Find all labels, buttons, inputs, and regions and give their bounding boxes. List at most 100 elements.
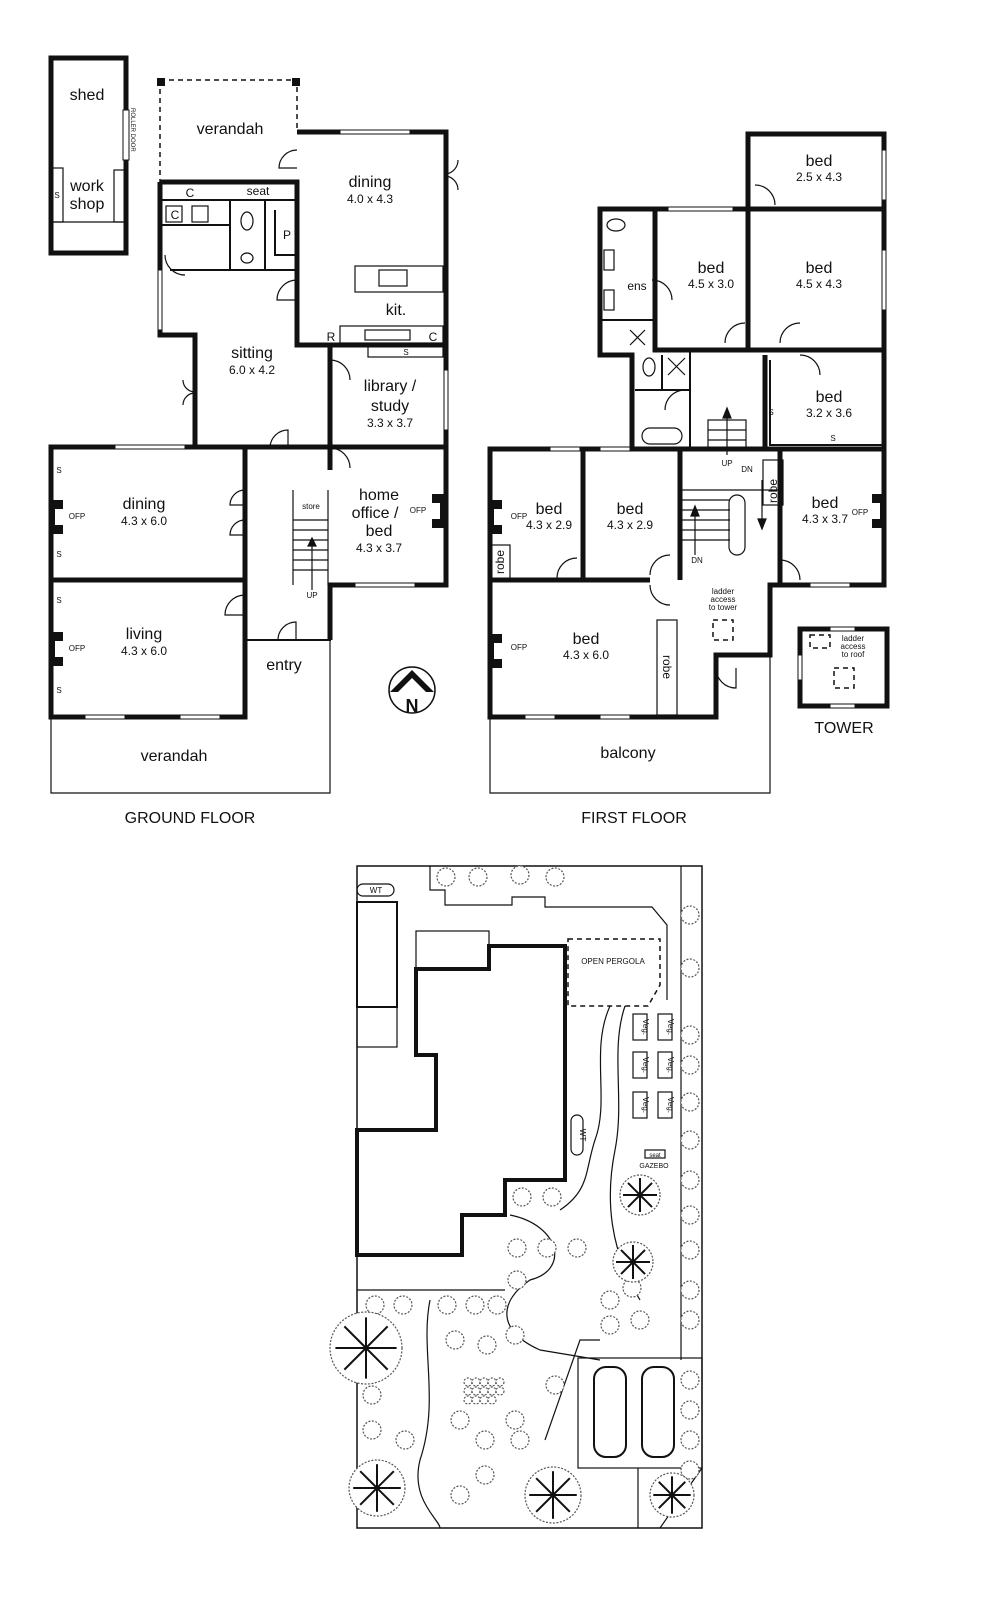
fridge-label: R — [327, 330, 336, 344]
ground-stairs — [292, 490, 329, 590]
ladder-label: access — [711, 595, 736, 604]
sitting-dim: 6.0 x 4.2 — [229, 363, 275, 377]
ofp-label: OFP — [69, 644, 85, 653]
shrub-icon — [680, 905, 700, 925]
shrub-icon — [479, 1377, 489, 1387]
ensuite-label: ens — [627, 279, 646, 293]
stairs-up-label: UP — [306, 591, 317, 600]
shrub-icon — [487, 1386, 497, 1396]
rear-verandah-label: verandah — [197, 121, 264, 138]
shrub-icon — [468, 867, 488, 887]
bed-dim: 4.3 x 2.9 — [607, 518, 653, 532]
shelf-label: S — [403, 348, 408, 357]
tree-icon — [612, 1241, 654, 1283]
home-office-label: bed — [366, 523, 393, 540]
library-label: study — [371, 398, 409, 415]
shrub-icon — [680, 1460, 700, 1480]
ofp-label: OFP — [69, 512, 85, 521]
shrub-icon — [630, 1310, 650, 1330]
bed-label: bed — [812, 495, 839, 512]
car — [641, 1366, 675, 1458]
roller-door — [122, 109, 130, 161]
veg-label: Veg. — [666, 1097, 675, 1113]
shrub-icon — [680, 1170, 700, 1190]
shrub-icon — [450, 1485, 470, 1505]
library-label: library / — [364, 378, 417, 395]
robe-label: robe — [766, 479, 780, 503]
gazebo-label: GAZEBO — [639, 1163, 669, 1170]
tree-icon — [619, 1174, 661, 1216]
stairs-down-label: DN — [741, 465, 753, 474]
first-floor-caption: FIRST FLOOR — [581, 810, 687, 827]
shrub-icon — [471, 1377, 481, 1387]
shelf-label: S — [56, 550, 61, 559]
ladder-label: to tower — [709, 603, 738, 612]
shrub-icon — [463, 1395, 473, 1405]
veg-bed — [632, 1051, 648, 1079]
pergola-label: OPEN PERGOLA — [581, 957, 645, 966]
first-floor-stairs — [682, 406, 780, 556]
shrub-icon — [505, 1325, 525, 1345]
shrub-icon — [362, 1385, 382, 1405]
veg-bed — [657, 1091, 673, 1119]
veg-label: Veg. — [641, 1057, 650, 1073]
veg-bed — [657, 1051, 673, 1079]
first-floor: bed 2.5 x 4.3 bed 4.5 x 3.0 bed 4.5 x 4.… — [487, 131, 887, 827]
tree-icon — [524, 1466, 582, 1524]
living-dim: 4.3 x 6.0 — [121, 644, 167, 658]
shrub-icon — [680, 1130, 700, 1150]
ladder-label: to roof — [842, 650, 865, 659]
veg-label: Veg. — [641, 1097, 650, 1113]
ofp-label: OFP — [410, 506, 426, 515]
north-label: N — [406, 696, 419, 716]
bed-label: bed — [573, 631, 600, 648]
veg-label: Veg. — [666, 1057, 675, 1073]
ofp-label: OFP — [511, 643, 527, 652]
tree-icon — [329, 1311, 403, 1385]
bed-label: bed — [816, 389, 843, 406]
water-tank — [356, 883, 395, 897]
cupboard-label: C — [171, 208, 180, 222]
shrub-icon — [680, 1430, 700, 1450]
tree-icon — [649, 1472, 695, 1518]
home-office-label: home — [359, 487, 399, 504]
tower: ladder access to roof TOWER — [797, 626, 890, 737]
veg-beds: Veg.Veg.Veg.Veg.Veg.Veg. — [632, 1013, 675, 1119]
shrub-icon — [545, 867, 565, 887]
shrub-icon — [395, 1430, 415, 1450]
ground-floor: shed work shop S ROLLER DOOR verandah C … — [48, 55, 459, 827]
shrub-icon — [393, 1295, 413, 1315]
veg-bed — [657, 1013, 673, 1041]
shrub-icon — [487, 1377, 497, 1387]
cupboard-label: C — [429, 330, 438, 344]
shrub-icon — [437, 1295, 457, 1315]
shelf-label: S — [56, 596, 61, 605]
stairs-down-label: DN — [691, 556, 703, 565]
shrub-icon — [600, 1290, 620, 1310]
shrub-icon — [680, 1055, 700, 1075]
shrub-icon — [463, 1386, 473, 1396]
shrub-icon — [495, 1386, 505, 1396]
shelf-label: S — [54, 191, 59, 200]
shrub-icon — [471, 1386, 481, 1396]
store-label: store — [302, 502, 320, 511]
tree-icon — [348, 1459, 406, 1517]
bed-dim: 4.5 x 3.0 — [688, 277, 734, 291]
seat-label: seat — [247, 184, 270, 198]
shrub-icon — [680, 1280, 700, 1300]
shrub-icon — [600, 1315, 620, 1335]
veg-label: Veg. — [666, 1019, 675, 1035]
shrub-icon — [436, 867, 456, 887]
shrub-icon — [510, 865, 530, 885]
shrub-icon — [680, 1092, 700, 1112]
veg-bed — [632, 1013, 648, 1041]
shrub-icon — [680, 1025, 700, 1045]
shrub-icon — [475, 1465, 495, 1485]
shrub-icon — [545, 1375, 565, 1395]
shrub-icon — [362, 1420, 382, 1440]
shrub-icon — [680, 958, 700, 978]
shrub-icon — [537, 1238, 557, 1258]
shelf-label: S — [768, 408, 773, 417]
robe-label: robe — [493, 550, 507, 574]
